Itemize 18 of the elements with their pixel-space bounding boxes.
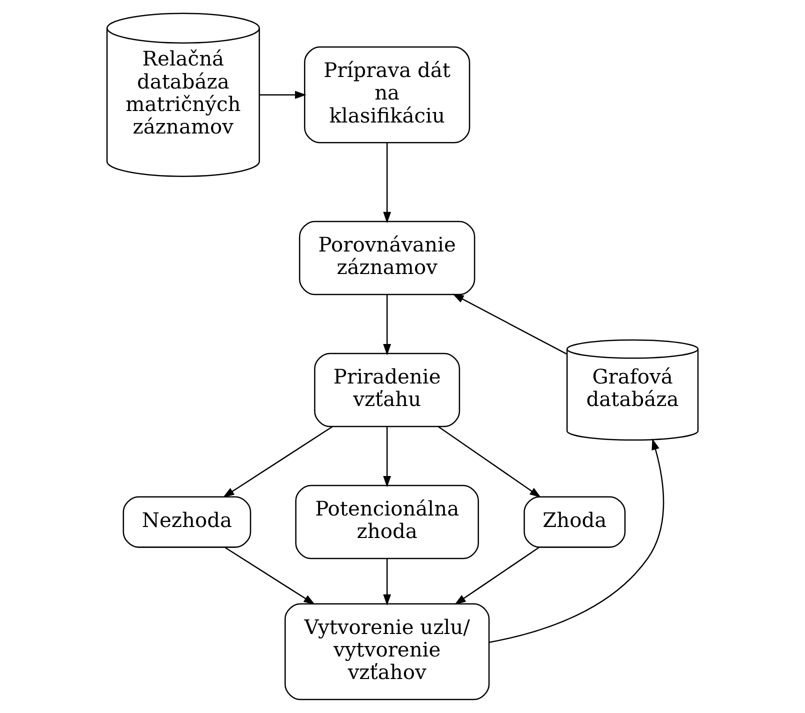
- node-box: Nezhoda: [122, 496, 252, 548]
- arrow: [260, 90, 306, 99]
- arrow: [383, 558, 392, 606]
- node-box: Zhoda: [524, 496, 626, 548]
- node-box: Potencionálna zhoda: [295, 484, 479, 560]
- arrow: [224, 546, 316, 605]
- arrow: [438, 426, 542, 498]
- node-box: Príprava dát na klasifikáciu: [304, 46, 470, 144]
- arrow: [383, 143, 392, 224]
- arrow: [488, 438, 664, 643]
- node-box: Porovnávanie záznamov: [298, 220, 476, 296]
- arrow: [452, 294, 568, 355]
- arrow: [383, 294, 392, 356]
- node-box: Priradenie vzťahu: [314, 352, 460, 428]
- arrow: [383, 426, 392, 488]
- arrow: [222, 426, 333, 498]
- node-box: Vytvorenie uzlu/ vytvorenie vzťahov: [284, 603, 490, 700]
- arrow: [454, 546, 540, 605]
